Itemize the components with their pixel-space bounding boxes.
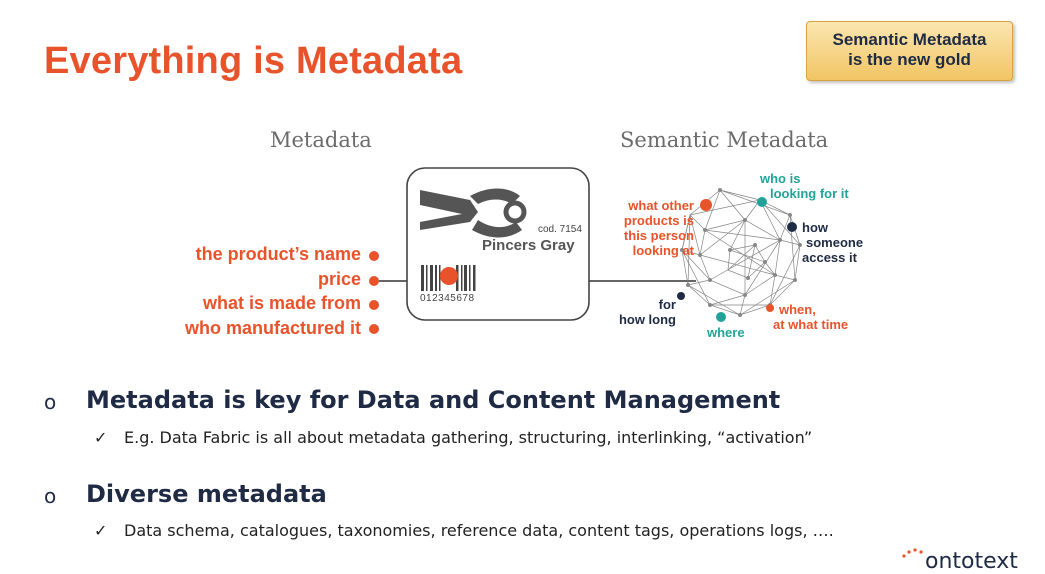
semantic-metadata-heading: Semantic Metadata (620, 128, 829, 152)
ontotext-logo-icon (902, 548, 923, 558)
price-marker-dot (440, 267, 458, 285)
item-made-from: what is made from (202, 293, 361, 313)
label-when: when, at what time (773, 302, 848, 332)
bullet-heading-1: Metadata is key for Data and Content Man… (86, 386, 781, 414)
for-line-2: how long (618, 312, 676, 327)
dot-made-from (369, 300, 379, 310)
bullet-sub-2: Data schema, catalogues, taxonomies, ref… (124, 521, 834, 540)
label-where: where (707, 325, 745, 340)
metadata-list: the product’s name price what is made fr… (185, 242, 361, 340)
badge-line-2: is the new gold (848, 50, 971, 69)
how-line-3: access it (802, 250, 857, 265)
badge-line-1: Semantic Metadata (832, 30, 987, 49)
what-other-line-2: products is (623, 213, 694, 228)
when-line-1: when, (779, 302, 816, 317)
check-icon-1: ✓ (94, 428, 108, 447)
item-price: price (317, 268, 361, 289)
dot-manufacturer (369, 324, 379, 334)
bullet-heading-2: Diverse metadata (86, 480, 327, 508)
node-how (787, 222, 797, 232)
node-what-other (700, 199, 712, 211)
ontotext-logo-text: ontotext (925, 549, 1018, 574)
node-who-is (757, 197, 767, 207)
bullet-marker-2: o (44, 484, 57, 508)
metadata-heading: Metadata (270, 128, 372, 152)
label-how: how someone access it (802, 220, 863, 265)
how-line-2: someone (806, 235, 864, 250)
network-nodes (680, 188, 802, 317)
node-for-how-long (677, 292, 685, 300)
node-when (766, 304, 774, 312)
label-for-how-long: for how long (619, 297, 676, 327)
bullet-sub-1: E.g. Data Fabric is all about metadata g… (124, 428, 813, 447)
what-other-line-3: this person (623, 228, 694, 243)
item-product-name: the product’s name (195, 244, 361, 264)
item-manufacturer: who manufactured it (184, 317, 361, 338)
slide-title: Everything is Metadata (44, 40, 463, 82)
gold-badge: Semantic Metadata is the new gold (806, 21, 1013, 81)
node-where (716, 312, 726, 322)
label-what-other: what other products is this person looki… (624, 198, 694, 258)
product-code: cod. 7154 (538, 224, 582, 235)
barcode-number: 012345678 (420, 293, 475, 304)
for-line-1: for (658, 297, 676, 312)
pincers-icon (420, 188, 527, 238)
label-who-is: who is looking for it (760, 171, 849, 201)
product-name: Pincers Gray (482, 237, 575, 254)
what-other-line-4: looking at (632, 243, 694, 258)
bullet-marker-1: o (44, 390, 57, 414)
who-is-line-2: looking for it (770, 186, 849, 201)
who-is-line-1: who is (760, 171, 801, 186)
dot-product-name (369, 251, 379, 261)
how-line-1: how (802, 220, 828, 235)
check-icon-2: ✓ (94, 521, 108, 540)
what-other-line-1: what other (628, 198, 694, 213)
when-line-2: at what time (773, 317, 849, 332)
semantic-network-icon (680, 189, 801, 316)
dot-price (369, 276, 379, 286)
